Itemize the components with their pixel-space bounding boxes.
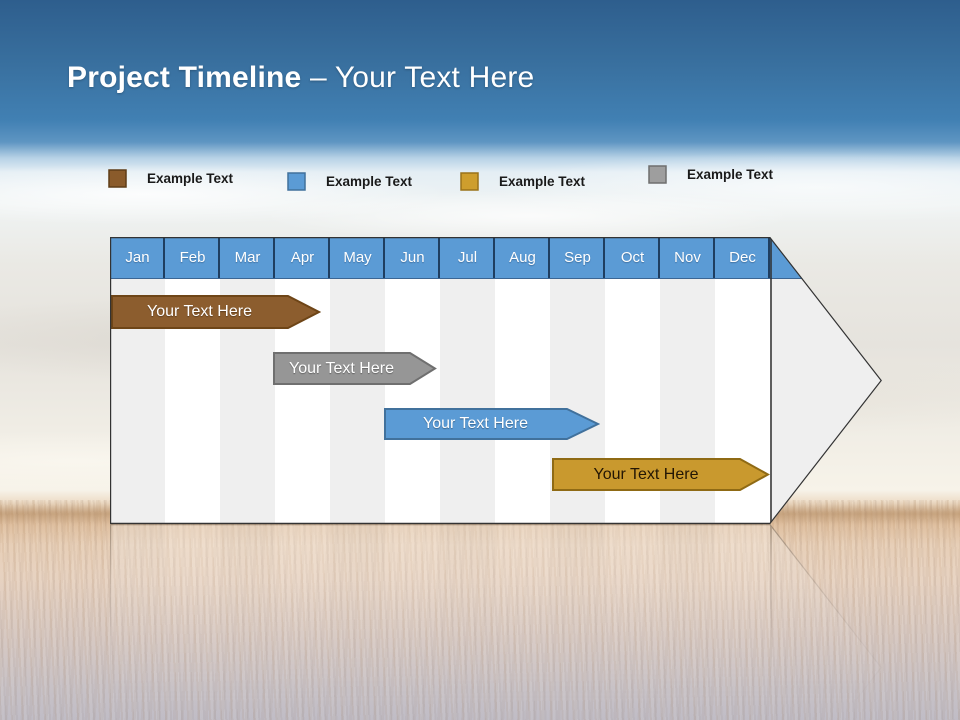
bar-label: Your Text Here [593, 466, 699, 483]
legend-color-swatch [460, 172, 479, 191]
legend-color-swatch [108, 169, 127, 188]
legend-color-swatch [648, 165, 667, 184]
month-cell: May [343, 249, 372, 266]
title-bold: Project Timeline [67, 61, 302, 94]
timeline-arrow-point-fill [771, 237, 882, 524]
month-cell: Oct [620, 249, 645, 266]
timeline-chart: Jan Feb Mar Apr May Jun Jul Aug Sep Oct … [110, 237, 882, 524]
month-cell: Sep [564, 249, 591, 266]
wheat-field [0, 500, 960, 720]
legend-label: Example Text [326, 174, 413, 189]
bar-label: Your Text Here [423, 415, 528, 432]
page-title: Project Timeline – Your Text Here [67, 61, 534, 95]
month-cell: Feb [179, 249, 206, 266]
month-cell: Aug [509, 249, 536, 266]
timeline-bar-4: Your Text Here [552, 458, 770, 491]
month-cell: Jan [125, 249, 150, 266]
title-sub: – Your Text Here [309, 61, 535, 94]
bar-label: Your Text Here [289, 360, 394, 377]
legend-item: Example Text [108, 169, 233, 188]
month-header-row: Jan Feb Mar Apr May Jun Jul Aug Sep Oct … [110, 237, 882, 279]
legend-label: Example Text [687, 167, 774, 182]
timeline-bar-2: Your Text Here [273, 352, 437, 385]
bar-label: Your Text Here [147, 303, 252, 320]
month-cell: Jun [400, 249, 425, 266]
month-cell: Jul [457, 249, 478, 266]
timeline-bar-3: Your Text Here [384, 408, 600, 440]
legend-color-swatch [287, 172, 306, 191]
legend-label: Example Text [147, 171, 234, 186]
month-cell: Apr [290, 249, 315, 266]
timeline-reflection [110, 524, 882, 720]
timeline-reflection-inner [110, 524, 882, 720]
month-cell: Dec [729, 249, 756, 266]
month-cell: Nov [674, 249, 701, 266]
body-right-edge-line [770, 237, 772, 524]
legend-label: Example Text [499, 174, 586, 189]
legend-item: Example Text [287, 172, 412, 191]
timeline-bar-1: Your Text Here [111, 295, 321, 329]
month-cell: Mar [234, 249, 261, 266]
legend-item: Example Text [648, 165, 773, 184]
legend-item: Example Text [460, 172, 585, 191]
